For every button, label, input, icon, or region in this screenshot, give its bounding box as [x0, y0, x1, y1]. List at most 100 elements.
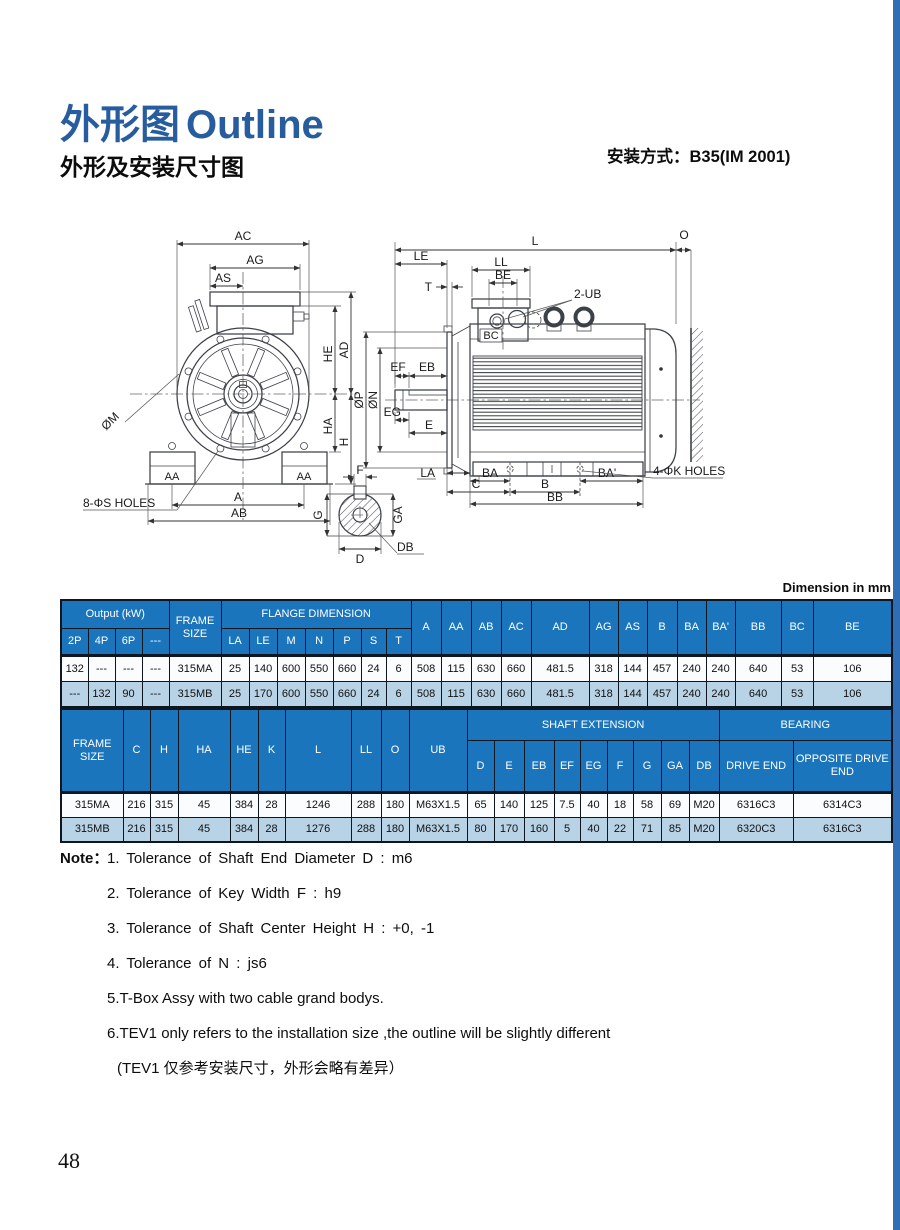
side-view: BC L O LE T LL BE	[352, 228, 725, 508]
dim-label-ad: AD	[337, 341, 351, 358]
table-cell: M20	[688, 817, 720, 843]
table-cell: 457	[646, 681, 678, 708]
col-header: GA	[660, 740, 690, 793]
dim-label-l: L	[532, 234, 539, 248]
table-cell: 315	[149, 791, 179, 818]
dim-label-aa-left: AA	[165, 471, 180, 483]
col-header-output: Output (kW)	[60, 599, 170, 629]
col-header-bearing: BEARING	[718, 708, 893, 741]
title-en: Outline	[186, 103, 324, 147]
dimension-tables: Dimension in mm Output (kW) FRAME SIZE F…	[60, 580, 893, 843]
dim-label-d: D	[356, 552, 365, 566]
dim-label-s-holes: 8-ΦS HOLES	[83, 496, 155, 510]
col-header: S	[360, 628, 387, 656]
table-row-315ma: 315MA 216 315 45 384 28 1246 288 180 M63…	[60, 791, 893, 818]
table-cell: 22	[606, 817, 634, 843]
table-cell: 600	[276, 681, 306, 708]
dim-label-ba2: BA'	[598, 466, 616, 480]
table-cell: 6316C3	[792, 817, 893, 843]
table-cell: 18	[606, 791, 634, 818]
col-header-frame-size: FRAME SIZE	[168, 599, 222, 656]
col-header: N	[304, 628, 334, 656]
col-header: AD	[530, 599, 590, 656]
table-cell: 45	[177, 791, 231, 818]
col-header: AG	[588, 599, 619, 656]
col-header: EF	[553, 740, 581, 793]
table-cell: 180	[380, 817, 410, 843]
col-header: OPPOSITE DRIVE END	[792, 740, 893, 793]
shaft-bearing-table: FRAME SIZE C H HA HE K L LL O UB SHAFT E…	[60, 708, 893, 843]
table-cell: ---	[87, 654, 116, 682]
dim-label-eg: EG	[384, 405, 401, 419]
note-line-6: 6.TEV1 only refers to the installation s…	[107, 1025, 611, 1042]
table-cell: 132	[87, 681, 116, 708]
col-header: F	[606, 740, 634, 793]
table-cell: 216	[122, 791, 151, 818]
col-header: DB	[688, 740, 720, 793]
dim-label-db: DB	[397, 540, 414, 554]
table-cell: 140	[248, 654, 278, 682]
table-cell: 1276	[284, 817, 352, 843]
table-cell: 640	[734, 681, 782, 708]
shaft-detail-view: G GA F D DB	[311, 463, 424, 566]
col-header: L	[284, 708, 352, 793]
col-header: K	[257, 708, 286, 793]
dim-label-eb: EB	[419, 360, 435, 374]
table-cell: 115	[440, 654, 472, 682]
table-cell: 457	[646, 654, 678, 682]
col-header: H	[149, 708, 179, 793]
table-cell: 25	[220, 654, 250, 682]
col-header: LA	[220, 628, 250, 656]
col-header: AB	[470, 599, 502, 656]
table-row-315mb: 315MB 216 315 45 384 28 1276 288 180 M63…	[60, 817, 893, 843]
table-cell: 550	[304, 681, 334, 708]
dim-label-bb: BB	[547, 490, 563, 504]
dim-label-ac: AC	[235, 229, 252, 243]
table-cell: 6316C3	[718, 791, 794, 818]
table-cell: 85	[660, 817, 690, 843]
col-header: 2P	[60, 628, 89, 656]
dim-label-h: H	[337, 438, 351, 447]
table-cell: ---	[141, 654, 170, 682]
table-cell: 508	[410, 654, 442, 682]
table-cell: M63X1.5	[408, 817, 468, 843]
table-cell: M63X1.5	[408, 791, 468, 818]
col-header: ---	[141, 628, 170, 656]
table-cell: 481.5	[530, 681, 590, 708]
table-cell: 6	[385, 654, 412, 682]
table-cell: 7.5	[553, 791, 581, 818]
table-cell: 90	[114, 681, 143, 708]
note-line-7: (TEV1 仅参考安装尺寸，外形会略有差异）	[117, 1060, 404, 1077]
dim-label-le: LE	[414, 249, 429, 263]
note-line-2: 2. Tolerance of Key Width F : h9	[107, 885, 342, 902]
table-cell: 6320C3	[718, 817, 794, 843]
table-cell: 40	[579, 791, 608, 818]
table-cell: 25	[220, 681, 250, 708]
dimension-unit-note: Dimension in mm	[782, 580, 891, 595]
col-header: M	[276, 628, 306, 656]
table-row-315mb: --- 132 90 --- 315MB 25 170 600 550 660 …	[60, 681, 893, 708]
table-cell: 318	[588, 654, 619, 682]
table-cell: 106	[812, 654, 893, 682]
table-cell: 160	[523, 817, 555, 843]
table-cell: 660	[500, 681, 532, 708]
dim-label-c: C	[472, 477, 481, 491]
table-cell: 6	[385, 681, 412, 708]
col-header: UB	[408, 708, 468, 793]
dim-label-g: G	[311, 510, 325, 519]
col-header: BC	[780, 599, 814, 656]
note-line-1: Note：1. Tolerance of Shaft End Diameter …	[60, 848, 780, 869]
table-cell: 125	[523, 791, 555, 818]
col-header: B	[646, 599, 678, 656]
note-label: Note：	[60, 850, 109, 867]
note-line-3: 3. Tolerance of Shaft Center Height H : …	[107, 920, 435, 937]
col-header: BA'	[705, 599, 736, 656]
table-cell: 53	[780, 654, 814, 682]
col-header: BB	[734, 599, 782, 656]
dim-label-ha: HA	[321, 418, 335, 435]
table-cell: 216	[122, 817, 151, 843]
table-cell: 170	[248, 681, 278, 708]
table-cell: 144	[617, 681, 648, 708]
dim-label-ll: LL	[494, 255, 508, 269]
